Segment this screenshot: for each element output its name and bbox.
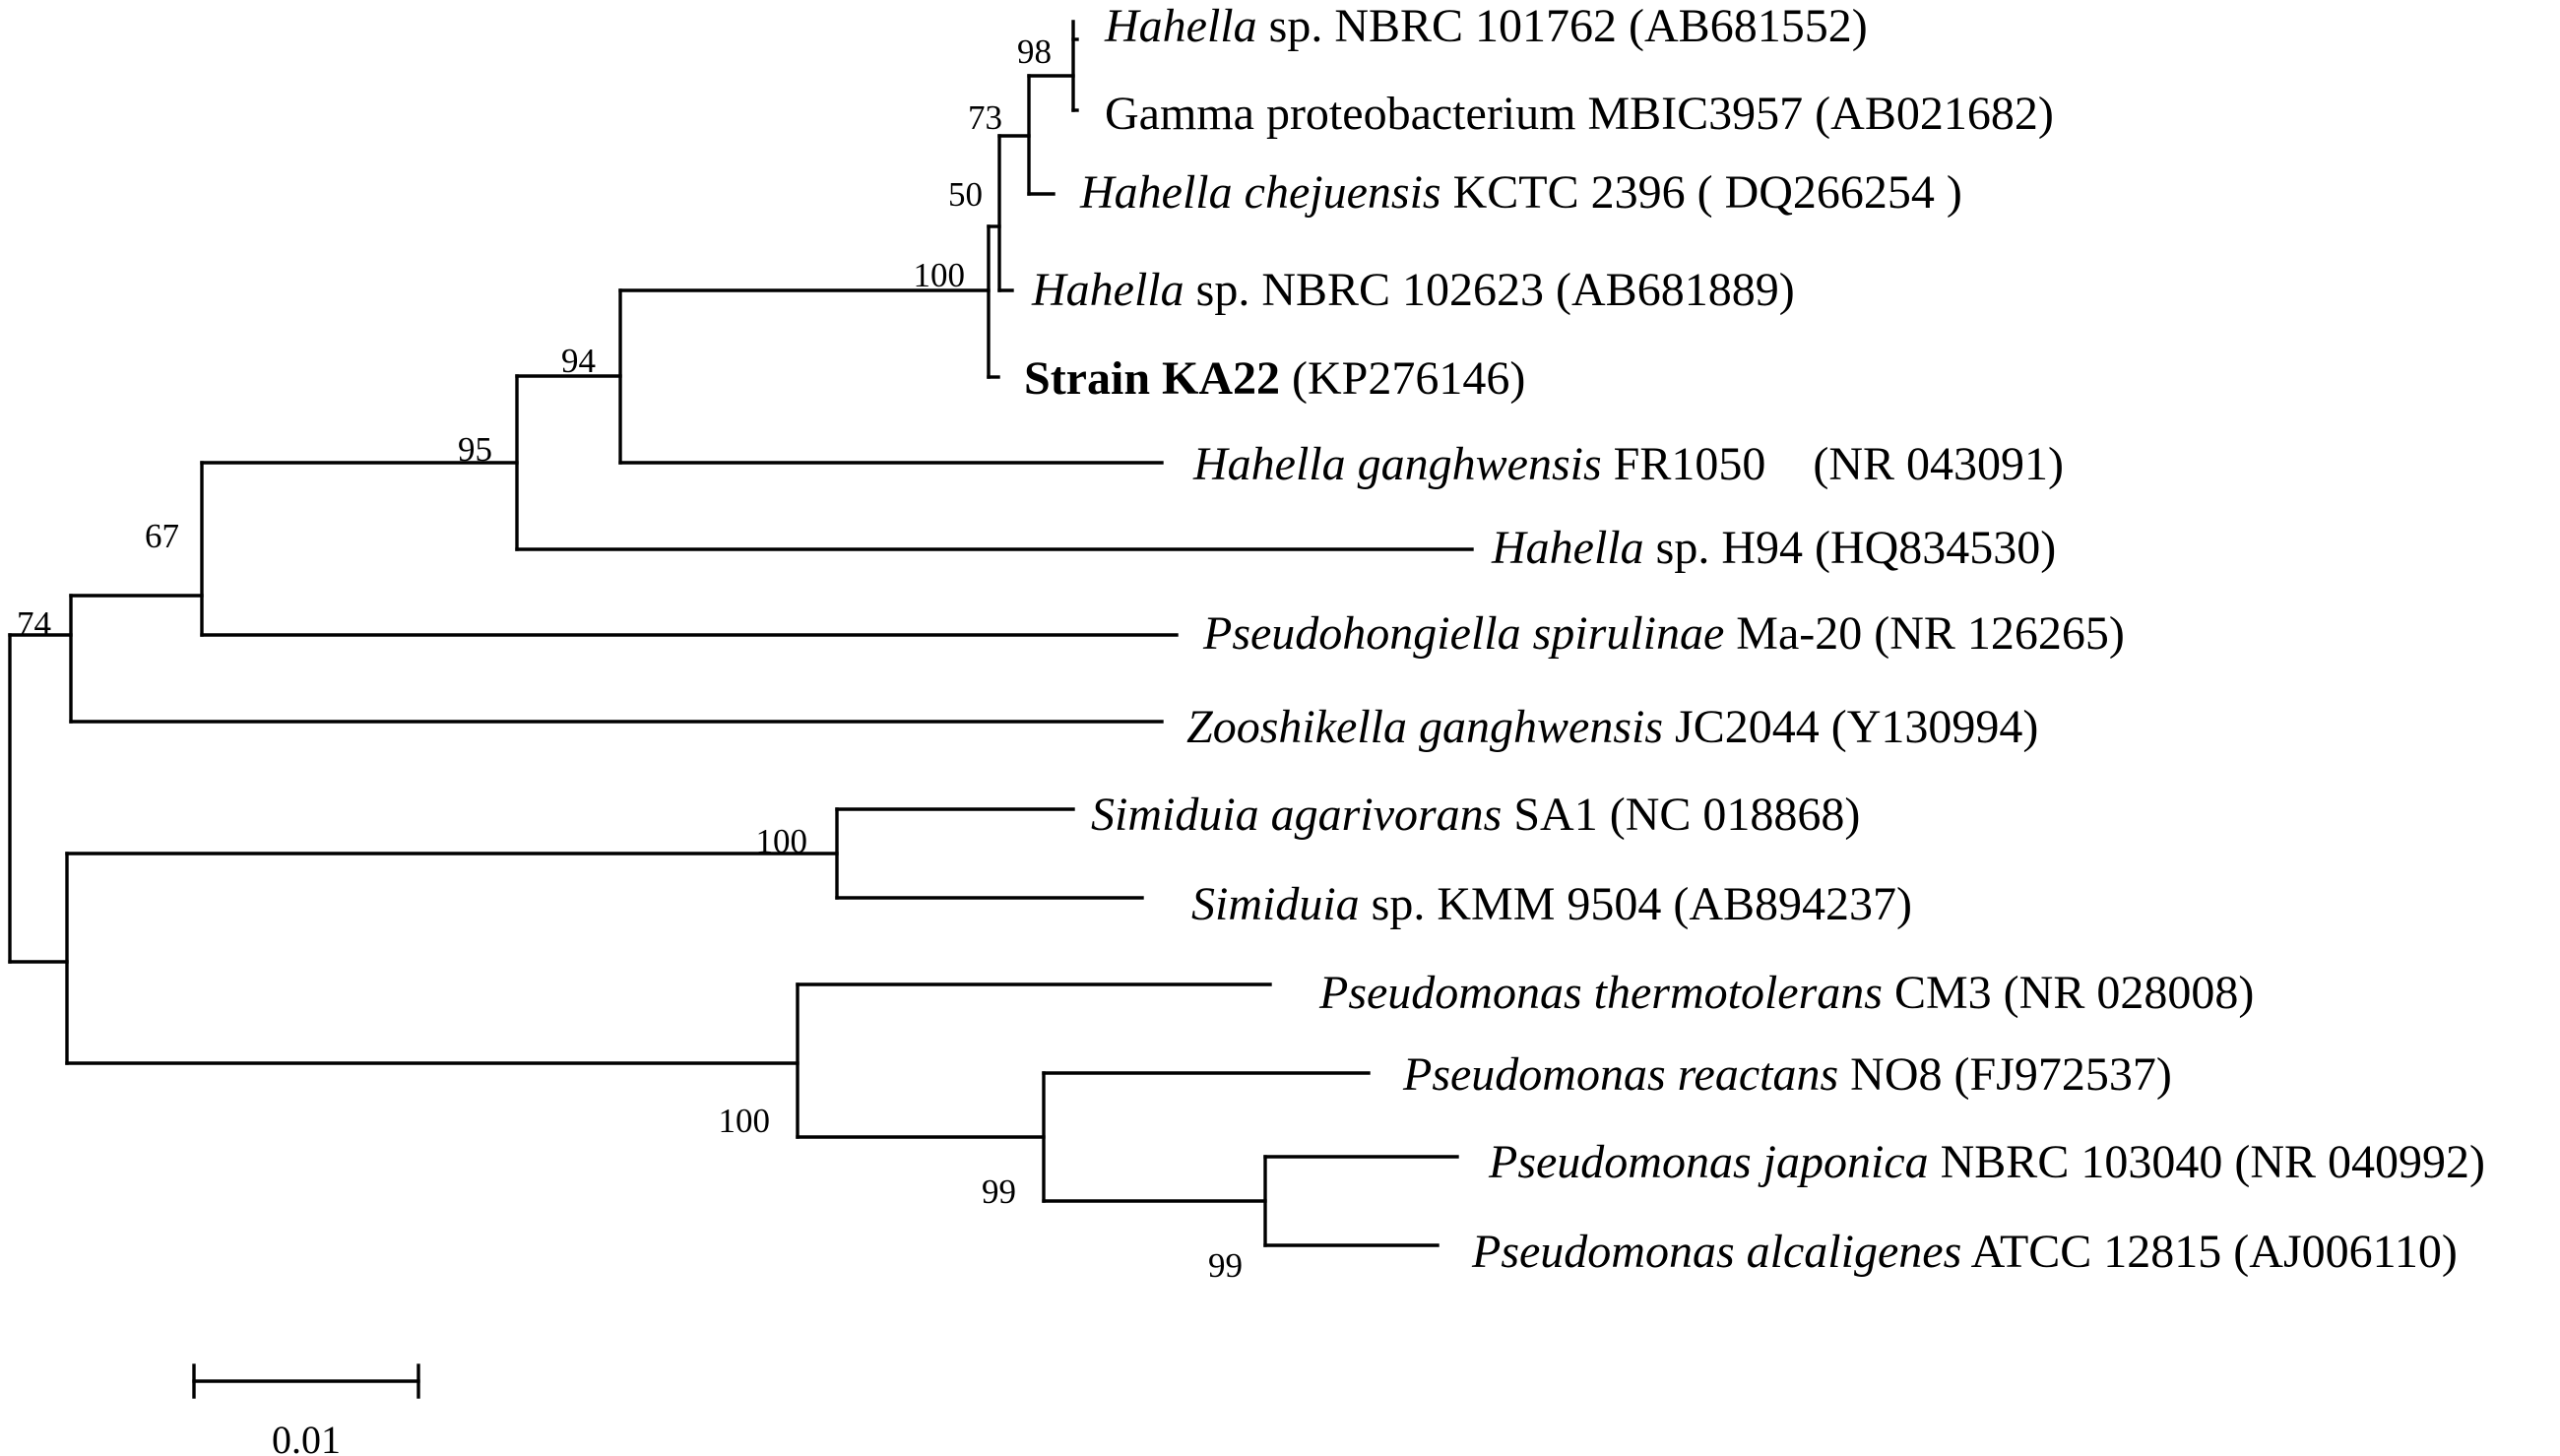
- taxon-label-part: FR1050 (NR 043091): [1602, 438, 2064, 490]
- taxon-label-part: CM3 (NR 028008): [1883, 967, 2254, 1019]
- taxon-label: Pseudomonas reactans NO8 (FJ972537): [1402, 1048, 2172, 1101]
- taxon-label-part: Pseudomonas reactans: [1402, 1048, 1838, 1101]
- taxon-label-part: Hahella ganghwensis: [1192, 438, 1602, 490]
- taxon-label-part: NBRC 103040 (NR 040992): [1929, 1136, 2485, 1188]
- taxon-label-part: Simiduia: [1191, 878, 1360, 930]
- taxon-label-part: sp. NBRC 102623 (AB681889): [1184, 264, 1795, 316]
- taxon-label: Simiduia agarivorans SA1 (NC 018868): [1091, 789, 1860, 841]
- bootstrap-value: 50: [948, 175, 983, 214]
- taxon-label-part: Pseudomonas alcaligenes: [1471, 1226, 1961, 1278]
- bootstrap-value: 73: [968, 98, 1002, 137]
- taxon-label-part: JC2044 (Y130994): [1663, 701, 2038, 753]
- bootstrap-value: 100: [719, 1102, 771, 1140]
- bootstrap-value: 99: [982, 1172, 1016, 1211]
- taxon-label-part: Strain KA22: [1024, 352, 1280, 405]
- bootstrap-value: 74: [17, 604, 51, 643]
- taxon-label-part: Pseudohongiella spirulinae: [1202, 607, 1724, 660]
- taxon-label: Hahella sp. H94 (HQ834530): [1491, 522, 2056, 574]
- bootstrap-value: 94: [561, 342, 596, 380]
- taxon-label: Pseudohongiella spirulinae Ma-20 (NR 126…: [1202, 607, 2125, 660]
- taxon-label: Pseudomonas japonica NBRC 103040 (NR 040…: [1488, 1136, 2485, 1188]
- scale-bar-label: 0.01: [272, 1418, 341, 1456]
- taxon-label: Hahella sp. NBRC 102623 (AB681889): [1031, 264, 1795, 316]
- taxon-label: Pseudomonas thermotolerans CM3 (NR 02800…: [1318, 967, 2254, 1019]
- bootstrap-value: 100: [914, 256, 966, 294]
- taxon-label-part: Zooshikella ganghwensis: [1186, 701, 1663, 753]
- taxon-label-part: Hahella: [1031, 264, 1184, 316]
- bootstrap-value: 98: [1017, 32, 1052, 71]
- scale-bar: 0.01: [192, 1363, 420, 1456]
- taxon-label: Gamma proteobacterium MBIC3957 (AB021682…: [1105, 88, 2054, 140]
- taxon-label: Simiduia sp. KMM 9504 (AB894237): [1191, 878, 1912, 930]
- taxon-label-part: Ma-20 (NR 126265): [1724, 607, 2125, 660]
- taxon-label-part: Pseudomonas thermotolerans: [1318, 967, 1883, 1019]
- taxon-label-part: NO8 (FJ972537): [1838, 1048, 2172, 1101]
- taxon-label-part: SA1 (NC 018868): [1502, 789, 1860, 841]
- taxon-label: Hahella ganghwensis FR1050 (NR 043091): [1192, 438, 2064, 490]
- taxon-label-part: Hahella chejuensis: [1079, 166, 1441, 219]
- taxon-label: Strain KA22 (KP276146): [1024, 352, 1525, 405]
- bootstrap-value: 100: [756, 822, 808, 860]
- taxon-label-part: sp. H94 (HQ834530): [1644, 522, 2057, 574]
- taxon-label-part: Pseudomonas japonica: [1488, 1136, 1929, 1188]
- bootstrap-values: 98 73 50 100 94 95 67 74 100 100 99 99: [17, 32, 1243, 1285]
- taxon-label: Hahella chejuensis KCTC 2396 ( DQ266254 …: [1079, 166, 1962, 219]
- bootstrap-value: 67: [145, 517, 179, 555]
- taxon-label-part: ATCC 12815 (AJ006110): [1961, 1226, 2458, 1278]
- tree-branches: [8, 20, 1474, 1247]
- taxon-label: Hahella sp. NBRC 101762 (AB681552): [1104, 0, 1868, 52]
- taxon-labels: Hahella sp. NBRC 101762 (AB681552) Gamma …: [1024, 0, 2485, 1278]
- taxon-label-part: Hahella: [1491, 522, 1644, 574]
- taxon-label-part: sp. NBRC 101762 (AB681552): [1257, 0, 1868, 52]
- taxon-label-part: Hahella: [1104, 0, 1257, 52]
- taxon-label: Zooshikella ganghwensis JC2044 (Y130994): [1186, 701, 2038, 753]
- taxon-label-part: sp. KMM 9504 (AB894237): [1360, 878, 1912, 930]
- bootstrap-value: 95: [458, 430, 492, 469]
- taxon-label-part: KCTC 2396 ( DQ266254 ): [1441, 166, 1962, 219]
- bootstrap-value: 99: [1208, 1246, 1243, 1285]
- taxon-label-part: Gamma proteobacterium MBIC3957 (AB021682…: [1105, 88, 2054, 140]
- taxon-label: Pseudomonas alcaligenes ATCC 12815 (AJ00…: [1471, 1226, 2458, 1278]
- taxon-label-part: (KP276146): [1280, 352, 1525, 405]
- taxon-label-part: Simiduia agarivorans: [1091, 789, 1502, 841]
